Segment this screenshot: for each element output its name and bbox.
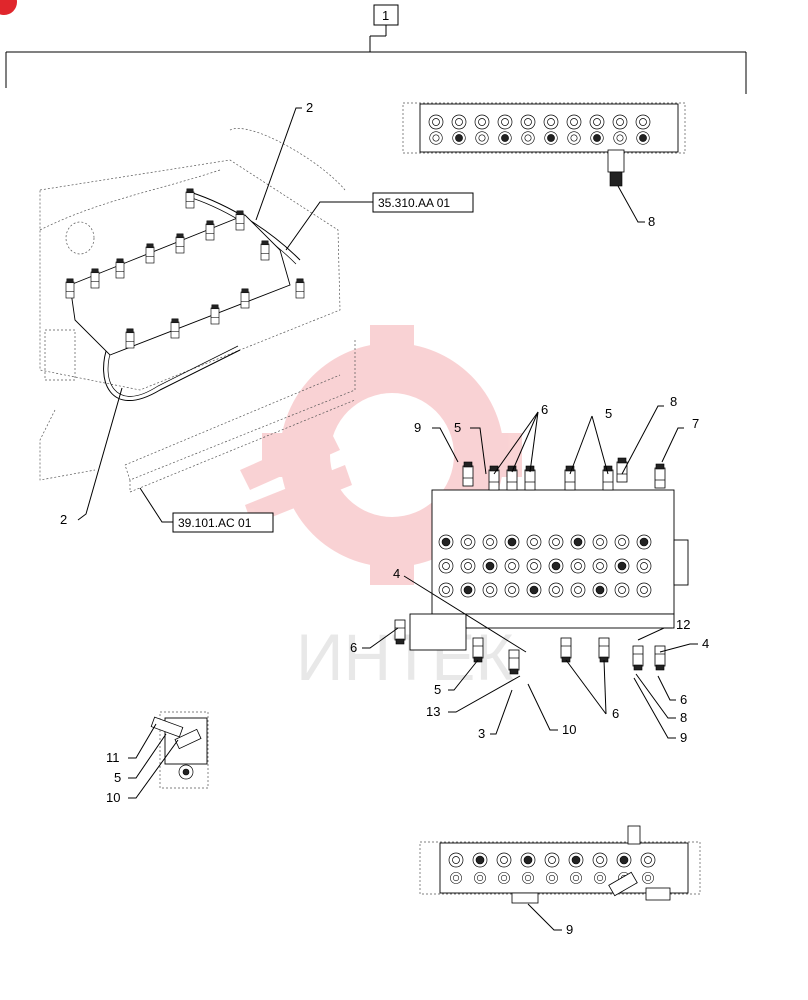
assembly-callout: 1 [382, 8, 389, 23]
callout-6-right: 6 [680, 692, 687, 707]
hydraulic-fitting [616, 457, 628, 483]
hydraulic-fitting [560, 637, 572, 663]
callout-8-b: 8 [670, 394, 677, 409]
ref-upper-label: 35.310.AA 01 [378, 196, 450, 210]
assembly-bracket: 1 [5, 4, 747, 94]
callout-11: 11 [106, 750, 120, 765]
callout-5-b: 5 [605, 406, 612, 421]
hydraulic-fitting [115, 258, 125, 279]
valve-bottom-view [419, 825, 701, 904]
hydraulic-fitting [185, 188, 195, 209]
watermark-logo: ИНТЕК [240, 325, 522, 694]
hydraulic-fitting [654, 645, 666, 671]
hydraulic-fitting [598, 637, 610, 663]
hydraulic-fitting [508, 649, 520, 675]
callout-9-b: 9 [680, 730, 687, 745]
hydraulic-fitting [90, 268, 100, 289]
leader-lines [77, 107, 698, 931]
callout-13: 13 [426, 704, 440, 719]
hydraulic-fitting [462, 461, 474, 487]
callout-5-c: 5 [434, 682, 441, 697]
hydraulic-fitting [125, 328, 135, 349]
callout-5-a: 5 [454, 420, 461, 435]
hydraulic-fitting [260, 240, 270, 261]
hydraulic-fitting [170, 318, 180, 339]
callout-8-c: 8 [680, 710, 687, 725]
callout-6-top: 6 [541, 402, 548, 417]
valve-main-view [394, 457, 689, 675]
callout-3: 3 [478, 726, 485, 741]
callout-10-b: 10 [106, 790, 120, 805]
corner-badge [0, 0, 17, 15]
hydraulic-fitting [394, 619, 406, 645]
ref-lower-label: 39.101.AC 01 [178, 516, 252, 530]
callout-9-a: 9 [414, 420, 421, 435]
hydraulic-fitting [295, 278, 305, 299]
hydraulic-fitting [205, 220, 215, 241]
hydraulic-fitting [235, 210, 245, 231]
detail-view [150, 711, 209, 789]
callout-2-top: 2 [306, 100, 313, 115]
hydraulic-fitting [472, 637, 484, 663]
callout-6-left: 6 [350, 640, 357, 655]
hydraulic-fitting [240, 288, 250, 309]
hydraulic-fitting [602, 465, 614, 491]
callout-2-bottom: 2 [60, 512, 67, 527]
callout-7: 7 [692, 416, 699, 431]
hydraulic-fitting [654, 463, 666, 489]
callout-4-b: 4 [702, 636, 709, 651]
installation-view [39, 128, 356, 493]
hydraulic-fitting [145, 243, 155, 264]
hydraulic-fitting [506, 465, 518, 491]
valve-top-view [402, 102, 686, 187]
hydraulic-fitting [65, 278, 75, 299]
hydraulic-fitting [632, 645, 644, 671]
callout-4-a: 4 [393, 566, 400, 581]
hydraulic-fitting [210, 304, 220, 325]
callout-12: 12 [676, 617, 690, 632]
callout-5-d: 5 [114, 770, 121, 785]
callout-8-top: 8 [648, 214, 655, 229]
hydraulic-fitting [175, 233, 185, 254]
callout-9-bottom: 9 [566, 922, 573, 937]
hydraulic-fitting [564, 465, 576, 491]
callout-6-mid: 6 [612, 706, 619, 721]
callout-10-a: 10 [562, 722, 576, 737]
